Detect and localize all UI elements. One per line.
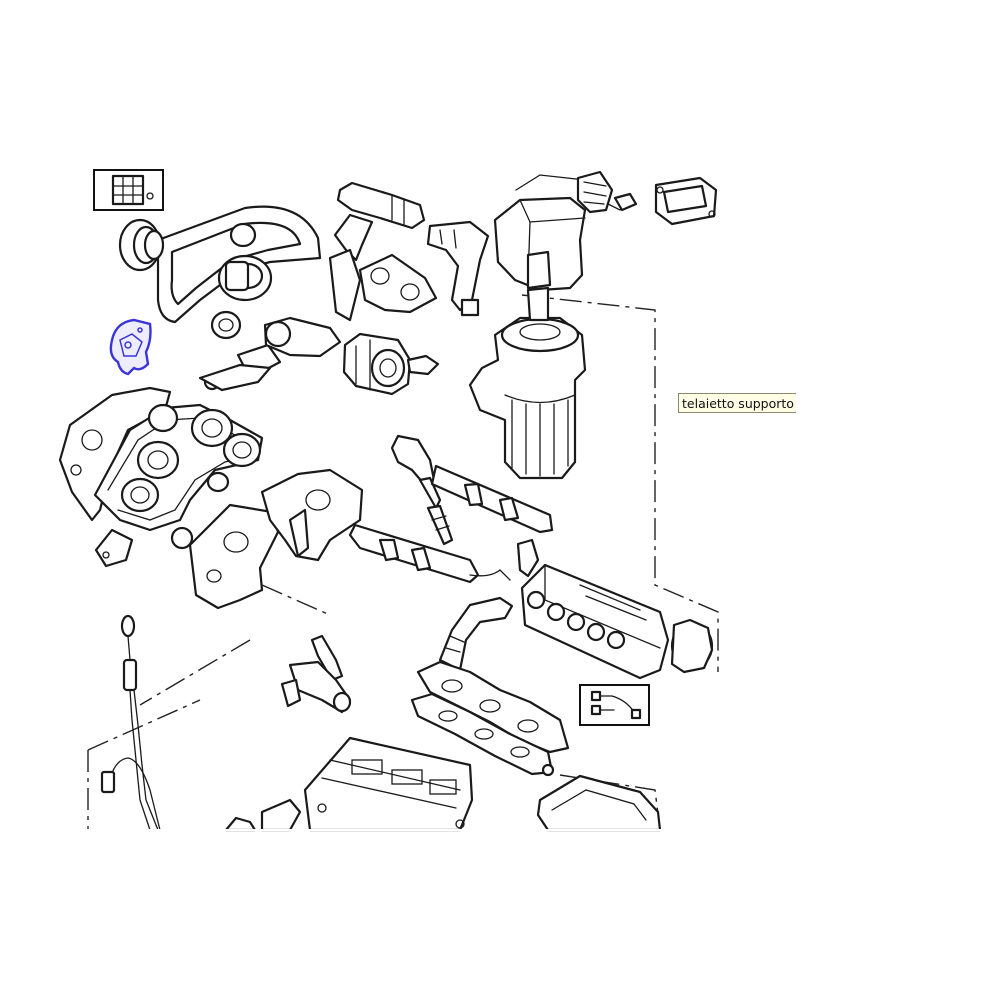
wiring-harness[interactable] [100, 757, 161, 831]
engine-block-lower[interactable] [224, 736, 474, 832]
hover-tooltip: telaietto supporto r [678, 393, 796, 413]
air-filter-box[interactable] [493, 170, 638, 292]
starter-motor[interactable] [342, 332, 440, 396]
coolant-fittings[interactable] [280, 634, 352, 714]
highlighted-bracket[interactable] [109, 318, 152, 376]
timing-covers[interactable] [188, 468, 364, 610]
reference-box-wiring[interactable] [579, 684, 650, 726]
air-intake-hose-top[interactable] [336, 181, 490, 317]
reference-box-top[interactable] [93, 169, 164, 211]
accessory-belt-assembly[interactable] [118, 205, 322, 391]
intake-hose-lower[interactable] [438, 596, 514, 672]
timing-belt-assembly[interactable] [58, 386, 264, 568]
engine-control-unit[interactable] [654, 176, 718, 226]
oil-filter-housing[interactable] [468, 286, 587, 480]
oil-pan-gasket[interactable] [536, 774, 662, 832]
engine-mount-brackets[interactable] [198, 213, 438, 392]
manifold-gaskets[interactable] [410, 660, 570, 777]
oil-dipstick-and-tube[interactable] [120, 614, 159, 831]
cylinder-head-cover[interactable] [520, 563, 714, 680]
fuel-rail[interactable] [348, 464, 554, 584]
